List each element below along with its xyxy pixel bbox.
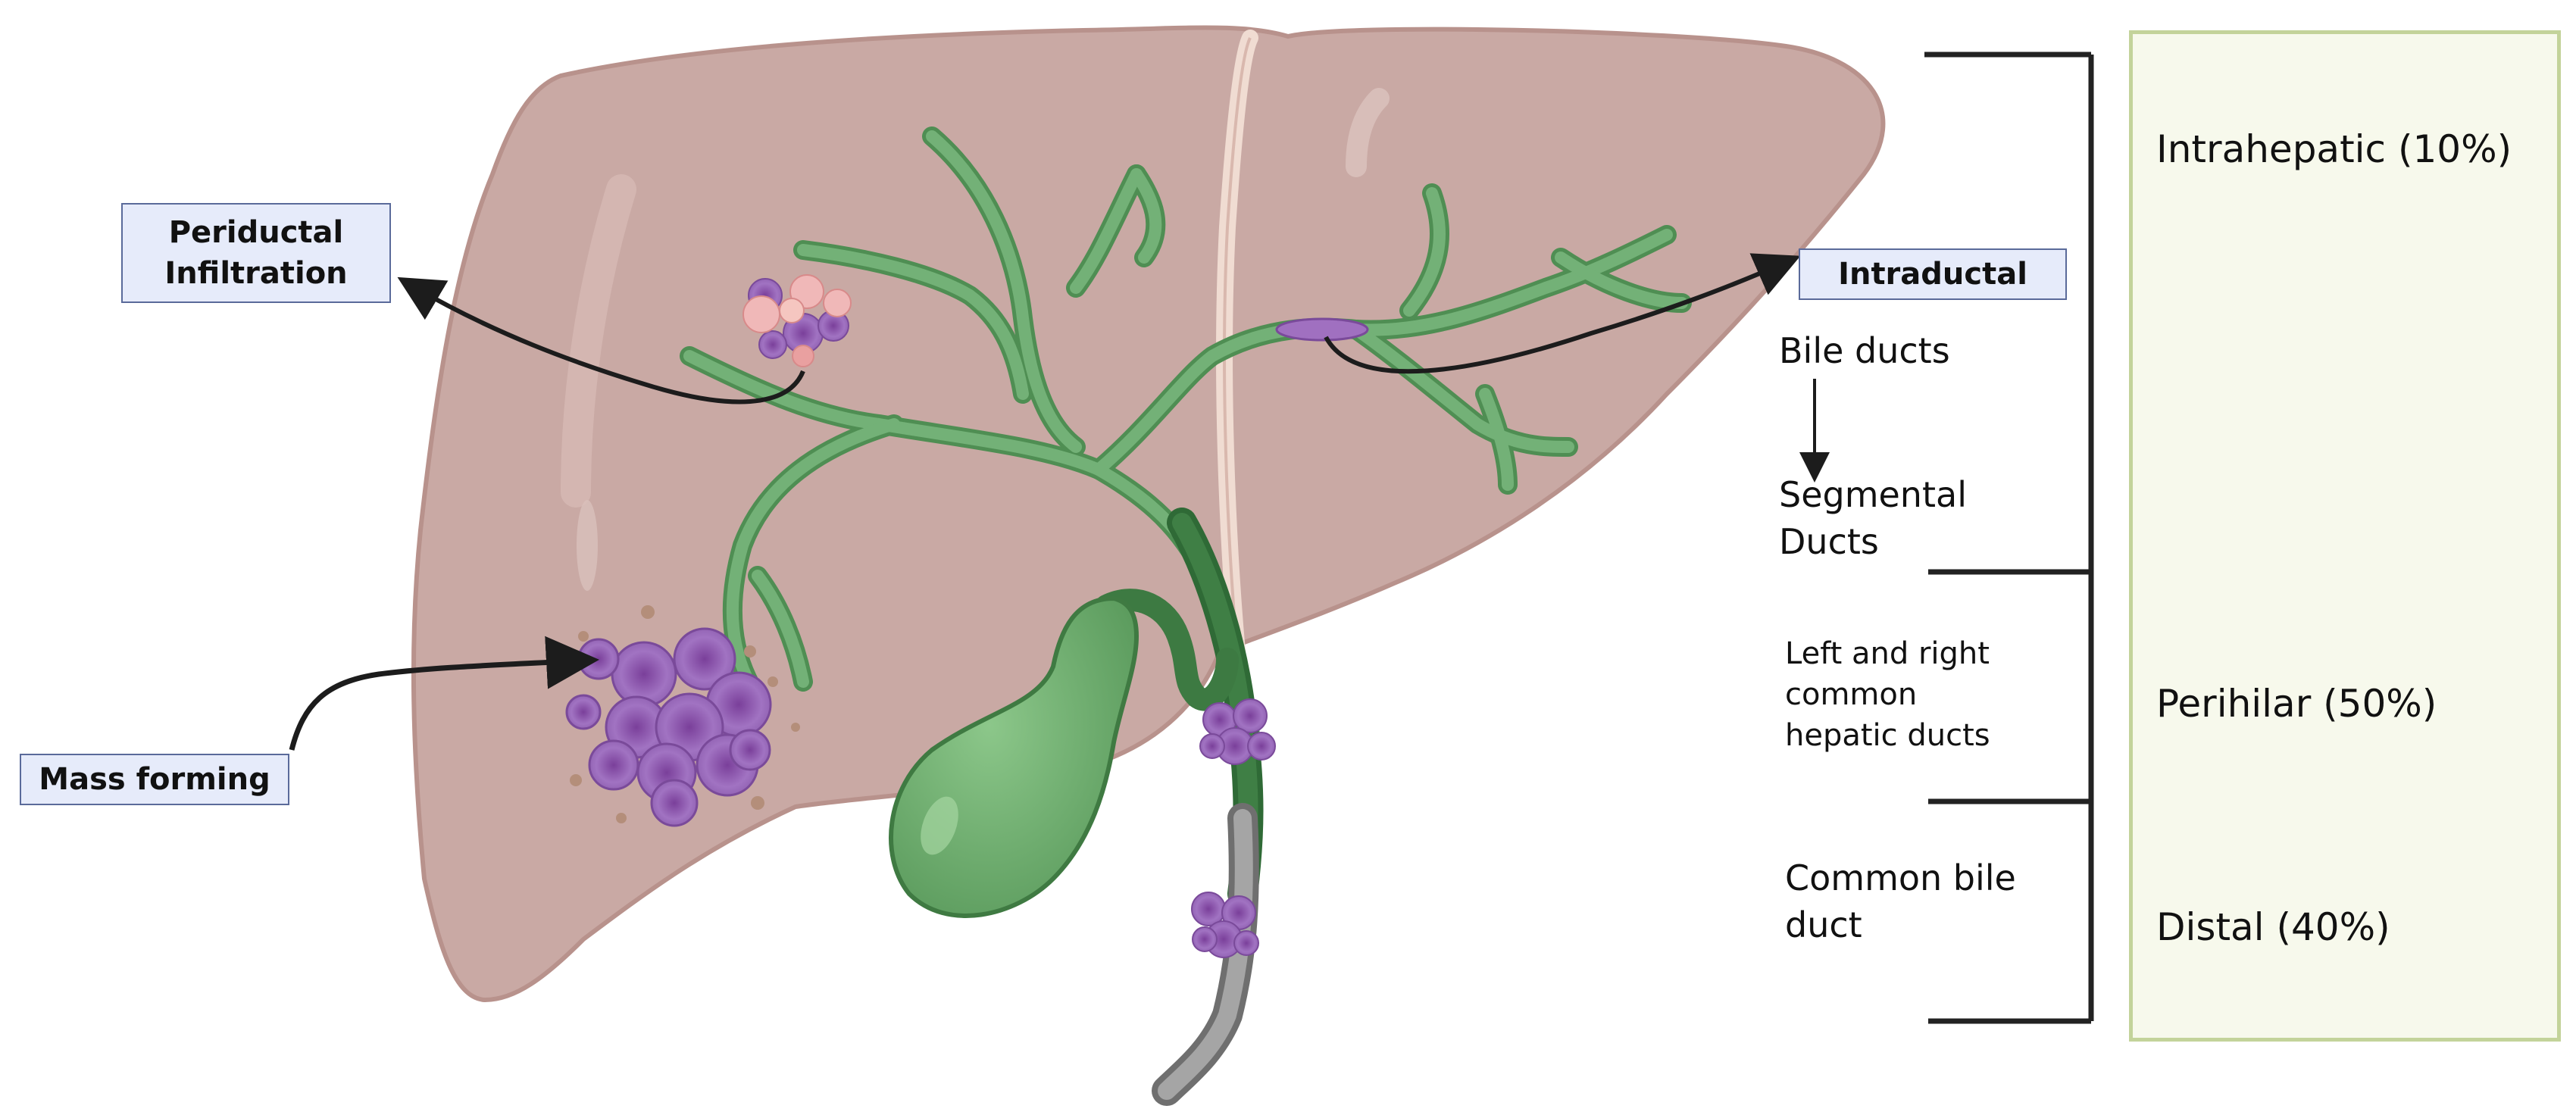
tumor-distal: [1191, 892, 1259, 958]
tumor-perihilar: [1199, 698, 1276, 765]
perihilar-region-label: Perihilar (50%): [2156, 682, 2437, 726]
gallbladder: [889, 589, 1239, 918]
region-panel: [2129, 30, 2561, 1042]
tumor-intraductal: [1275, 317, 1369, 342]
distal-region-label: Distal (40%): [2156, 905, 2390, 949]
arrow-mass-forming: [289, 636, 599, 751]
bile-ducts-text: Bile ducts: [1779, 330, 1950, 371]
region-bracket: [1924, 52, 2094, 1024]
intrahepatic-region-label: Intrahepatic (10%): [2156, 127, 2512, 171]
arrow-periductal: [397, 276, 805, 405]
tumor-debris: [570, 605, 800, 823]
mass-forming-label: Mass forming: [20, 754, 289, 805]
tumor-periductal: [742, 274, 852, 367]
intraductal-label: Intraductal: [1799, 248, 2067, 300]
arrow-intraductal: [1324, 253, 1801, 374]
